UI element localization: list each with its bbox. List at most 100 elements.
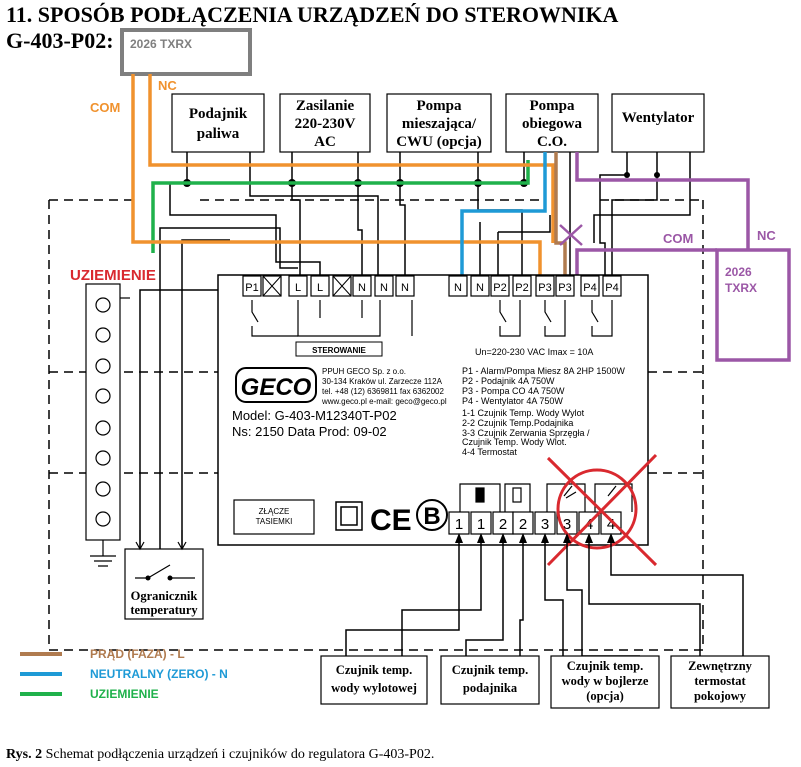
output-line-3: P3 - Pompa CO 4A 750W (462, 386, 565, 396)
top-terminal (374, 275, 394, 297)
top-terminal (395, 275, 415, 297)
sensor-info-3: 3-3 Czujnik Zerwania Sprzęgła / (462, 428, 590, 438)
output-line-4: P4 - Wentylator 4A 750W (462, 396, 563, 406)
svg-text:Ogranicznik: Ogranicznik (131, 589, 198, 603)
legend: PRĄD (FAZA) - L NEUTRALNY (ZERO) - N UZI… (20, 647, 228, 701)
unused-terminal-cross (262, 275, 282, 297)
svg-text:mieszająca/: mieszająca/ (402, 116, 477, 132)
svg-text:C.O.: C.O. (537, 134, 567, 150)
svg-text:CWU (opcja): CWU (opcja) (396, 134, 481, 150)
top-terminal (555, 275, 575, 297)
orange-nc-wire (148, 74, 555, 243)
sensor-room-thermostat: Zewnętrzny termostat pokojowy (670, 655, 770, 709)
sensor-wiring (345, 536, 744, 657)
top-terminal (490, 275, 510, 297)
top-terminal-label: N (380, 282, 388, 294)
caption-figure-number: Rys. 2 (6, 747, 42, 762)
legend-label-neutral: NEUTRALNY (ZERO) - N (90, 667, 228, 681)
top-terminal-label: L (295, 282, 301, 294)
ground-bar (85, 283, 121, 567)
receiver-right-box (715, 248, 791, 362)
geco-logo-text: GECO (241, 374, 312, 401)
company-line-3: tel. +48 (12) 6369811 fax 6362002 (322, 387, 445, 396)
sensor-info-5: 4-4 Termostat (462, 447, 517, 457)
top-terminal-label: P4 (605, 282, 618, 294)
top-terminal-label: N (401, 282, 409, 294)
svg-text:temperatury: temperatury (130, 603, 198, 617)
tape-connector-line2: TASIEMKI (256, 517, 293, 526)
serial-text: Ns: 2150 Data Prod: 09-02 (232, 424, 387, 439)
svg-text:Czujnik temp.: Czujnik temp. (452, 663, 528, 677)
device-mixing-pump: Pompa mieszająca/ CWU (opcja) (386, 93, 492, 153)
top-terminal-label: P4 (583, 282, 596, 294)
legend-label-phase: PRĄD (FAZA) - L (90, 647, 185, 661)
svg-text:Wentylator: Wentylator (622, 110, 695, 126)
device-circulation-pump: Pompa obiegowa C.O. (505, 93, 599, 153)
sensor-feeder: Czujnik temp. podajnika (440, 655, 540, 705)
ground-label: UZIEMIENIE (70, 267, 156, 284)
b-mark: B (423, 503, 440, 530)
tape-connector (233, 499, 315, 535)
top-terminal (242, 275, 262, 297)
figure-caption: Rys. 2 Schemat podłączenia urządzeń i cz… (6, 747, 434, 762)
top-terminal-label: P2 (493, 282, 506, 294)
bottom-terminal-label: 3 (541, 516, 549, 533)
svg-text:Czujnik temp.: Czujnik temp. (336, 663, 412, 677)
top-terminal (352, 275, 372, 297)
bottom-terminal-label: 4 (607, 516, 615, 533)
svg-text:wody wylotowej: wody wylotowej (331, 681, 417, 695)
bottom-terminal-label: 2 (499, 516, 507, 533)
svg-text:Pompa: Pompa (417, 98, 463, 114)
controller-rating: Un=220-230 VAC Imax = 10A (475, 347, 593, 357)
svg-text:Zasilanie: Zasilanie (296, 98, 355, 114)
device-feeder: Podajnik paliwa (171, 93, 265, 153)
diagram-title-line1: 11. SPOSÓB PODŁĄCZENIA URZĄDZEŃ DO STERO… (6, 2, 619, 27)
top-terminal-label: N (454, 282, 462, 294)
brown-phase-wire (554, 152, 567, 285)
legend-label-ground: UZIEMIENIE (90, 687, 159, 701)
company-line-1: PPUH GECO Sp. z o.o. (322, 367, 406, 376)
svg-text:220-230V: 220-230V (295, 116, 356, 132)
company-line-2: 30-134 Kraków ul. Zarzecze 112A (322, 377, 443, 386)
receiver-right-line1: 2026 (725, 265, 752, 279)
caption-text: Schemat podłączenia urządzeń i czujników… (42, 747, 434, 762)
model-text: Model: G-403-M12340T-P02 (232, 408, 397, 423)
geco-logo (235, 367, 317, 403)
svg-text:(opcja): (opcja) (586, 689, 624, 703)
top-terminal (310, 275, 330, 297)
ce-mark: CE (370, 504, 412, 537)
bottom-terminal-label: 1 (455, 516, 463, 533)
b-mark-ring (416, 499, 448, 531)
bottom-terminal-label: 3 (563, 516, 571, 533)
sensor-outlet-water: Czujnik temp. wody wylotowej (320, 655, 428, 705)
svg-text:Pompa: Pompa (530, 98, 576, 114)
orange-com-wire (131, 74, 542, 285)
sensor-arrows (455, 533, 615, 543)
top-terminal-label: P2 (515, 282, 528, 294)
top-terminal-label: P1 (245, 282, 258, 294)
top-terminal-label: P3 (558, 282, 571, 294)
svg-text:podajnika: podajnika (463, 681, 518, 695)
company-line-4: www.geco.pl e-mail: geco@geco.pl (321, 397, 447, 406)
purple-com-wire (575, 152, 750, 250)
output-line-2: P2 - Podajnik 4A 750W (462, 376, 555, 386)
svg-text:Podajnik: Podajnik (189, 106, 248, 122)
svg-text:wody w bojlerze: wody w bojlerze (562, 674, 649, 688)
top-terminal (580, 275, 600, 297)
svg-text:Zewnętrzny: Zewnętrzny (688, 659, 753, 673)
bottom-terminal-label: 1 (477, 516, 485, 533)
svg-text:Czujnik temp.: Czujnik temp. (567, 659, 643, 673)
top-terminal (448, 275, 468, 297)
com-label-right: COM (663, 231, 693, 246)
purple-cross-mark (559, 224, 583, 246)
nc-label-right: NC (757, 228, 776, 243)
receiver-right-line2: TXRX (725, 281, 757, 295)
nc-label-left: NC (158, 78, 177, 93)
sensor-info-1: 1-1 Czujnik Temp. Wody Wylot (462, 408, 585, 418)
com-label-left: COM (90, 100, 120, 115)
bottom-terminal-label: 2 (519, 516, 527, 533)
sensor-symbols (459, 483, 633, 512)
